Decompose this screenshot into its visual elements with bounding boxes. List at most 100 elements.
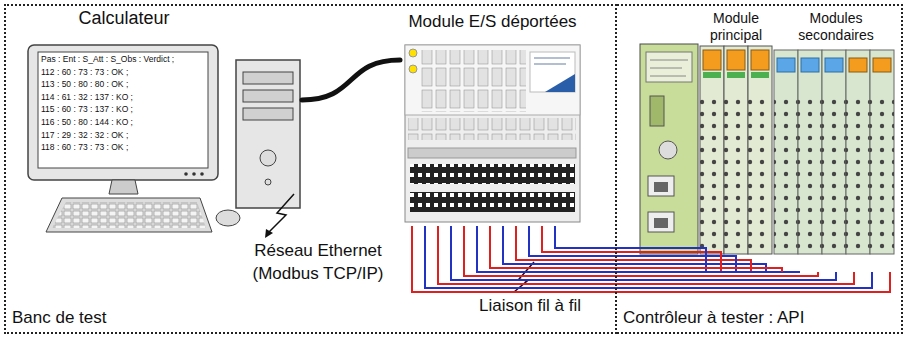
monitor-button xyxy=(200,172,204,176)
terminal-grid xyxy=(822,96,846,252)
screen-line: 117 : 29 : 32 : 32 : OK ; xyxy=(41,131,205,141)
secondary-modules: Modules secondaires xyxy=(774,8,898,272)
wire xyxy=(503,226,766,272)
rj45-port xyxy=(648,176,674,196)
cpu-label-line xyxy=(650,68,682,69)
mouse xyxy=(216,210,240,226)
main-slice xyxy=(700,46,724,254)
orange-connector xyxy=(849,58,867,72)
edge-label: Liaison fil à fil xyxy=(450,296,610,316)
cpu-label-line xyxy=(650,60,688,61)
wire xyxy=(477,226,800,272)
status-led xyxy=(409,49,417,57)
main-slice xyxy=(724,46,748,254)
keyboard-keys xyxy=(52,202,206,228)
module-title: Module E/S déportées xyxy=(400,12,585,32)
screen-line: 118 : 60 : 73 : 73 : OK ; xyxy=(41,143,205,153)
rj45-socket xyxy=(654,218,668,228)
io-module-badge xyxy=(530,52,575,92)
io-module-top xyxy=(405,45,580,115)
terminal-grid xyxy=(870,96,894,252)
secondary-slice xyxy=(870,50,894,254)
monitor-frame xyxy=(28,45,218,180)
status-led xyxy=(409,65,417,73)
monitor-button xyxy=(192,172,196,176)
drive-bay xyxy=(243,90,293,102)
pc-tower xyxy=(236,60,300,208)
io-module-channels xyxy=(408,118,576,140)
remote-io-module: Module E/S déportées xyxy=(400,8,585,226)
secondary-slice xyxy=(822,50,846,254)
io-module-rail xyxy=(408,148,576,158)
module-title: Module principal xyxy=(698,10,774,44)
plc-cpu xyxy=(640,44,698,254)
wire-bundle xyxy=(412,226,890,292)
terminal-grid xyxy=(724,96,748,252)
cpu-label xyxy=(646,52,692,82)
green-strip xyxy=(727,72,745,78)
orange-connector xyxy=(751,50,769,70)
main-slice xyxy=(748,46,772,254)
io-module-slots xyxy=(420,50,526,112)
network-bolt-tip xyxy=(265,229,273,238)
rj45-socket xyxy=(654,182,668,192)
badge-logo xyxy=(545,74,575,92)
module-title: Modules secondaires xyxy=(774,10,898,44)
screen-line: Pas : Ent : S_Att : S_Obs : Verdict ; xyxy=(41,55,205,65)
wire xyxy=(464,226,818,276)
cpu-switch xyxy=(650,96,664,126)
drive-bay xyxy=(243,72,293,84)
ethernet-cable xyxy=(302,60,400,100)
terminal-screws xyxy=(410,164,575,184)
keyboard xyxy=(46,198,212,232)
network-bolt xyxy=(268,194,294,233)
blue-connector xyxy=(777,58,795,72)
monitor-button xyxy=(184,172,188,176)
green-strip xyxy=(703,72,721,78)
wire xyxy=(438,226,854,284)
power-led xyxy=(265,179,271,185)
io-module-body xyxy=(405,45,580,222)
power-button xyxy=(260,150,276,166)
wire xyxy=(451,226,836,280)
terminal-grid xyxy=(748,96,772,252)
terminal-grid xyxy=(798,96,822,252)
terminal-block xyxy=(410,164,575,184)
orange-connector xyxy=(873,58,891,72)
monitor-stand xyxy=(109,180,138,194)
screen-line: 114 : 61 : 32 : 137 : KO ; xyxy=(41,93,205,103)
terminal-grid xyxy=(774,96,798,252)
monitor-screen xyxy=(38,52,208,168)
terminal-block xyxy=(410,192,575,212)
blue-connector xyxy=(825,58,843,72)
region-label: Contrôleur à tester : API xyxy=(623,308,895,328)
drive-bay xyxy=(243,108,293,120)
terminal-grid xyxy=(700,96,724,252)
screen-line: 115 : 60 : 73 : 137 : KO ; xyxy=(41,105,205,115)
secondary-slice xyxy=(774,50,798,254)
screen-line: 113 : 50 : 80 : 80 : OK ; xyxy=(41,80,205,90)
wire xyxy=(516,226,751,272)
cpu-label-line xyxy=(650,76,686,77)
edge-label: Réseau Ethernet (Modbus TCP/IP) xyxy=(230,240,406,286)
badge-line xyxy=(534,63,566,65)
wire xyxy=(555,226,706,272)
orange-connector xyxy=(703,50,721,70)
blue-connector xyxy=(801,58,819,72)
terminal-screws xyxy=(410,192,575,212)
computer-title: Calculateur xyxy=(28,8,220,30)
computer: CalculateurPas : Ent : S_Att : S_Obs : V… xyxy=(28,8,302,234)
secondary-slice xyxy=(846,50,870,254)
wire xyxy=(425,226,872,288)
wire-bundle xyxy=(503,226,766,272)
controller-region: Contrôleur à tester : API Module principa… xyxy=(617,4,903,334)
secondary-slice xyxy=(798,50,822,254)
terminal-grid xyxy=(846,96,870,252)
wire xyxy=(412,226,890,292)
orange-connector xyxy=(727,50,745,70)
cpu-port xyxy=(659,141,677,159)
cable xyxy=(302,60,400,100)
wire xyxy=(529,226,736,272)
green-strip xyxy=(751,72,769,78)
